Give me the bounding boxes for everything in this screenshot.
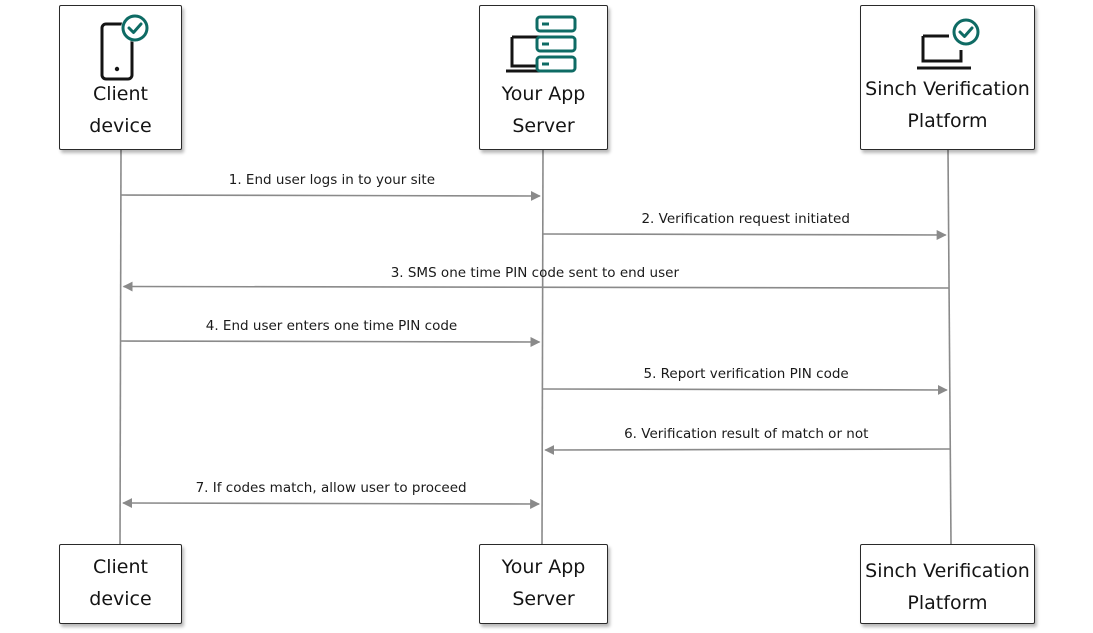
message-arrow bbox=[120, 190, 541, 201]
client-device-label-top: Client device bbox=[60, 78, 181, 142]
message-arrow bbox=[120, 336, 541, 347]
actor-line1: Your App bbox=[501, 83, 586, 105]
sinch-platform-box-bottom: Sinch Verification Platform bbox=[860, 544, 1035, 624]
laptop-server-stack-icon bbox=[506, 15, 577, 73]
message-label: 1. End user logs in to your site bbox=[229, 172, 435, 188]
app-server-label-bottom: Your App Server bbox=[480, 551, 607, 615]
lifeline-server bbox=[541, 149, 544, 545]
lifeline-sinch bbox=[947, 149, 952, 545]
sinch-platform-label-top: Sinch Verification Platform bbox=[861, 73, 1034, 137]
message-arrow bbox=[122, 498, 541, 509]
sinch-platform-label-bottom: Sinch Verification Platform bbox=[861, 555, 1034, 619]
client-device-box-bottom: Client device bbox=[59, 544, 182, 624]
actor-line1: Client bbox=[92, 556, 148, 578]
message-arrow bbox=[542, 229, 947, 240]
actor-line2: device bbox=[89, 588, 152, 610]
message-label: 3. SMS one time PIN code sent to end use… bbox=[391, 265, 680, 281]
app-server-box-bottom: Your App Server bbox=[479, 544, 608, 624]
actor-line2: Platform bbox=[907, 592, 988, 614]
client-device-label-bottom: Client device bbox=[60, 551, 181, 615]
actor-line1: Client bbox=[92, 83, 148, 105]
message-arrow bbox=[544, 444, 951, 455]
message-label: 7. If codes match, allow user to proceed bbox=[196, 480, 467, 496]
actor-line2: Server bbox=[512, 115, 575, 137]
client-device-box-top: Client device bbox=[59, 5, 182, 150]
actor-line2: Platform bbox=[907, 110, 988, 132]
phone-check-icon bbox=[100, 14, 149, 81]
lifeline-client bbox=[119, 149, 122, 545]
actor-line1: Sinch Verification bbox=[865, 78, 1030, 100]
actor-line1: Sinch Verification bbox=[865, 560, 1030, 582]
message-label: 4. End user enters one time PIN code bbox=[206, 318, 457, 334]
sinch-platform-box-top: Sinch Verification Platform bbox=[860, 5, 1035, 150]
app-server-label-top: Your App Server bbox=[480, 78, 607, 142]
message-label: 2. Verification request initiated bbox=[641, 211, 849, 227]
actor-line1: Your App bbox=[501, 556, 586, 578]
message-label: 6. Verification result of match or not bbox=[624, 426, 868, 442]
app-server-box-top: Your App Server bbox=[479, 5, 608, 150]
message-label: 5. Report verification PIN code bbox=[643, 366, 848, 382]
actor-line2: device bbox=[89, 115, 152, 137]
actor-line2: Server bbox=[512, 588, 575, 610]
message-arrow bbox=[122, 281, 950, 292]
laptop-check-icon bbox=[917, 18, 980, 70]
message-arrow bbox=[542, 384, 948, 395]
